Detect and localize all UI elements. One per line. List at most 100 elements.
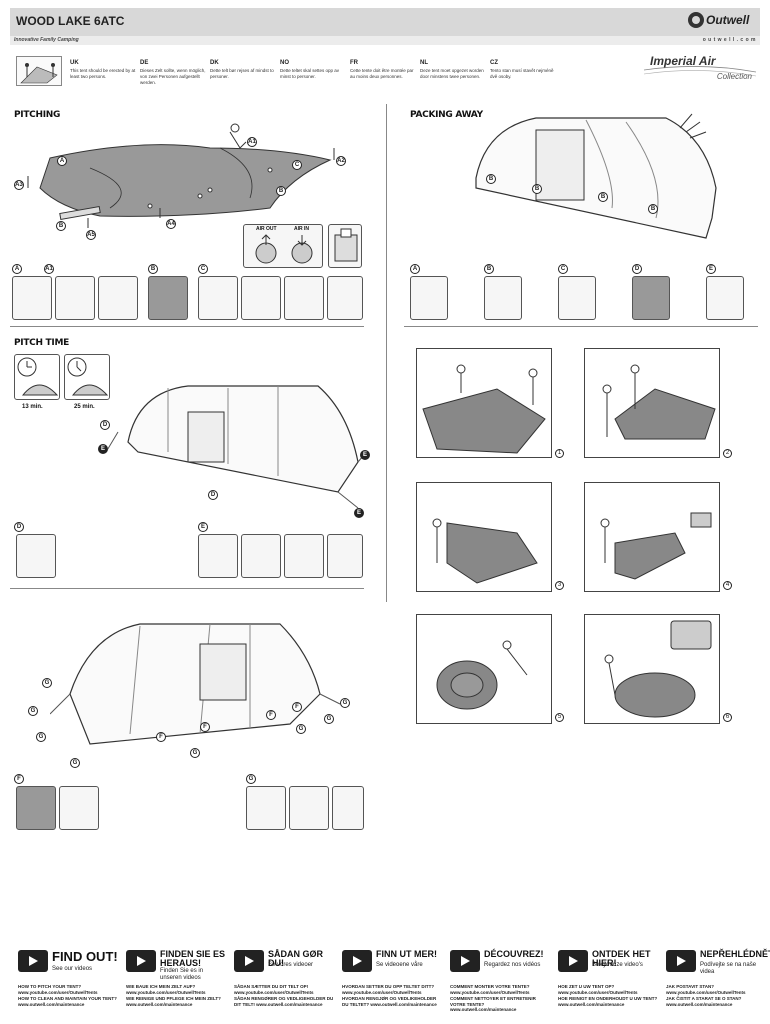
play-icon[interactable] [234,950,264,972]
label-a1: A1 [44,264,54,274]
footer-video-nl[interactable]: ONTDEK HET HIER! Bekijk onze video's HOE… [556,946,658,1016]
label-b: B [648,204,658,214]
footer-video-fr[interactable]: DÉCOUVREZ! Regardez nos vidéos COMMENT M… [448,946,548,1016]
footer-heading: ONTDEK HET HIER! [592,949,651,968]
label-d: D [14,522,24,532]
collection-logo: Imperial Air Collection [640,52,758,88]
footer-heading: NEPŘEHLÉDNĚTE! [700,949,770,959]
play-icon[interactable] [18,950,48,972]
step-thumb-e4 [327,534,363,578]
footer-link-maintain[interactable]: WIE REINIGE UND PFLEGE ICH MEIN ZELT? ww… [126,996,221,1007]
label-g: G [28,706,38,716]
lang-text: Tento stan musí stavět nejméně dvě osoby… [490,68,554,79]
collection-subtitle: Collection [716,72,752,81]
lang-text: Dieses Zelt sollte, wenn möglich, von zw… [140,68,206,85]
step-thumb-f1 [16,786,56,830]
label-a: A [57,156,67,166]
packing-step-number: 4 [723,581,732,590]
section-divider [10,326,364,327]
step-thumb-b [148,276,188,320]
section-title-packing-away: PACKING AWAY [410,110,483,120]
label-c: C [292,160,302,170]
footer-link-maintain[interactable]: HVORDAN RENGJØR OG VEDLIKEHOLDER DU TELT… [342,996,437,1007]
section-title-pitch-time: PITCH TIME [14,338,69,348]
packing-step-number: 3 [555,581,564,590]
footer-link-pitch[interactable]: HOE ZET U UW TENT OP? www.youtube.com/us… [558,984,638,995]
tent-guyline-illustration [108,385,364,509]
footer-link-pitch[interactable]: HOW TO PITCH YOUR TENT? www.youtube.com/… [18,984,98,995]
footer-video-dk[interactable]: SÅDAN GØR DU! Se vores videoer SÅDAN SÆT… [232,946,334,1016]
footer-link-pitch[interactable]: WIE BAUE ICH MEIN ZELT AUF? www.youtube.… [126,984,206,995]
lang-code: CZ [490,60,498,66]
pack-thumb-d [632,276,670,320]
footer-link-pitch[interactable]: HVORDAN SETTER DU OPP TELTET DITT? www.y… [342,984,435,995]
pump-icon [328,224,362,268]
footer-link-pitch[interactable]: SÅDAN SÆTTER DU DIT TELT OP! www.youtube… [234,984,314,995]
packing-step-number: 6 [723,713,732,722]
label-e: E [98,444,108,454]
packing-panel-2 [584,348,720,458]
step-thumb-e3 [284,534,324,578]
lang-de: DE Dieses Zelt sollte, wenn möglich, von… [140,60,208,86]
step-thumb-c3 [284,276,324,320]
label-e: E [198,522,208,532]
air-in-label: AIR IN [294,226,309,232]
footer-link-maintain[interactable]: SÅDAN RENGØRER OG VEDLIGEHOLDER DU DIT T… [234,996,334,1007]
footer-heading: SÅDAN GØR DU! [268,949,324,968]
play-icon[interactable] [558,950,588,972]
footer-link-maintain[interactable]: JAK ČISTIT A STARAT SE O STAN? www.outwe… [666,996,742,1007]
label-f: F [292,702,302,712]
label-b: B [276,186,286,196]
label-a2: A2 [336,156,346,166]
label-f: F [200,722,210,732]
footer-video-de[interactable]: FINDEN SIE ES HERAUS! Finden Sie es in u… [124,946,226,1016]
pitching-groundsheet-illustration [27,123,335,228]
pitch-time-two-persons [64,354,110,400]
step-thumb-e1 [198,534,238,578]
footer-video-cz[interactable]: NEPŘEHLÉDNĚTE! Podívejte se na naše vide… [664,946,770,1016]
step-thumb-a [12,276,52,320]
play-icon[interactable] [450,950,480,972]
lang-cz: CZ Tento stan musí stavět nejméně dvě os… [490,60,558,86]
play-icon[interactable] [666,950,696,972]
footer-subheading: Se videoene våre [376,962,423,968]
packing-panel-6 [584,614,720,724]
footer-subheading: Finden Sie es in unseren videos [160,968,204,981]
lang-text: Dette telt bør rejses af mindst to perso… [210,68,274,79]
footer-heading: DÉCOUVREZ! [484,949,544,959]
footer-link-maintain[interactable]: HOW TO CLEAN AND MAINTAIN YOUR TENT? www… [18,996,117,1007]
footer-video-no[interactable]: FINN UT MER! Se videoene våre HVORDAN SE… [340,946,440,1016]
pack-thumb-b [484,276,522,320]
step-thumb-d [16,534,56,578]
lang-code: FR [350,60,358,66]
packing-tent-illustration [475,113,717,239]
two-persons-icon [16,56,62,86]
footer-link-pitch[interactable]: JAK POSTAVIT STAN? www.youtube.com/user/… [666,984,746,995]
lang-fr: FR Cette tente doit être montée par au m… [350,60,418,86]
step-thumb-c1 [198,276,238,320]
label-d: D [632,264,642,274]
step-thumb-peg [55,276,95,320]
lang-text: Dette teltet skal settes opp av minst to… [280,68,340,79]
footer-heading: FINDEN SIE ES HERAUS! [160,949,226,968]
footer-subheading: Regardez nos vidéos [484,962,541,968]
page-title: WOOD LAKE 6ATC [16,14,125,28]
step-thumb-g2 [289,786,329,830]
play-icon[interactable] [126,950,156,972]
pack-thumb-c [558,276,596,320]
label-e: E [354,508,364,518]
footer-video-uk[interactable]: FIND OUT! See our videos HOW TO PITCH YO… [16,946,118,1016]
footer-link-maintain[interactable]: HOE REINIGT EN ONDERHOUDT U UW TENT? www… [558,996,658,1007]
label-d: D [100,420,110,430]
lang-dk: DK Dette telt bør rejses af mindst to pe… [210,60,278,86]
step-thumb-g1 [246,786,286,830]
label-c: C [558,264,568,274]
packing-step-number: 1 [555,449,564,458]
footer-subheading: Se vores videoer [268,962,314,968]
lang-text: Deze tent moet opgezet worden door minst… [420,68,484,79]
play-icon[interactable] [342,950,372,972]
footer-subheading: Bekijk onze video's [592,962,643,968]
footer-link-maintain[interactable]: COMMENT NETTOYER ET ENTRETENIR VOTRE TEN… [450,996,536,1012]
label-d: D [208,490,218,500]
footer-link-pitch[interactable]: COMMENT MONTER VOTRE TENTE? www.youtube.… [450,984,530,995]
